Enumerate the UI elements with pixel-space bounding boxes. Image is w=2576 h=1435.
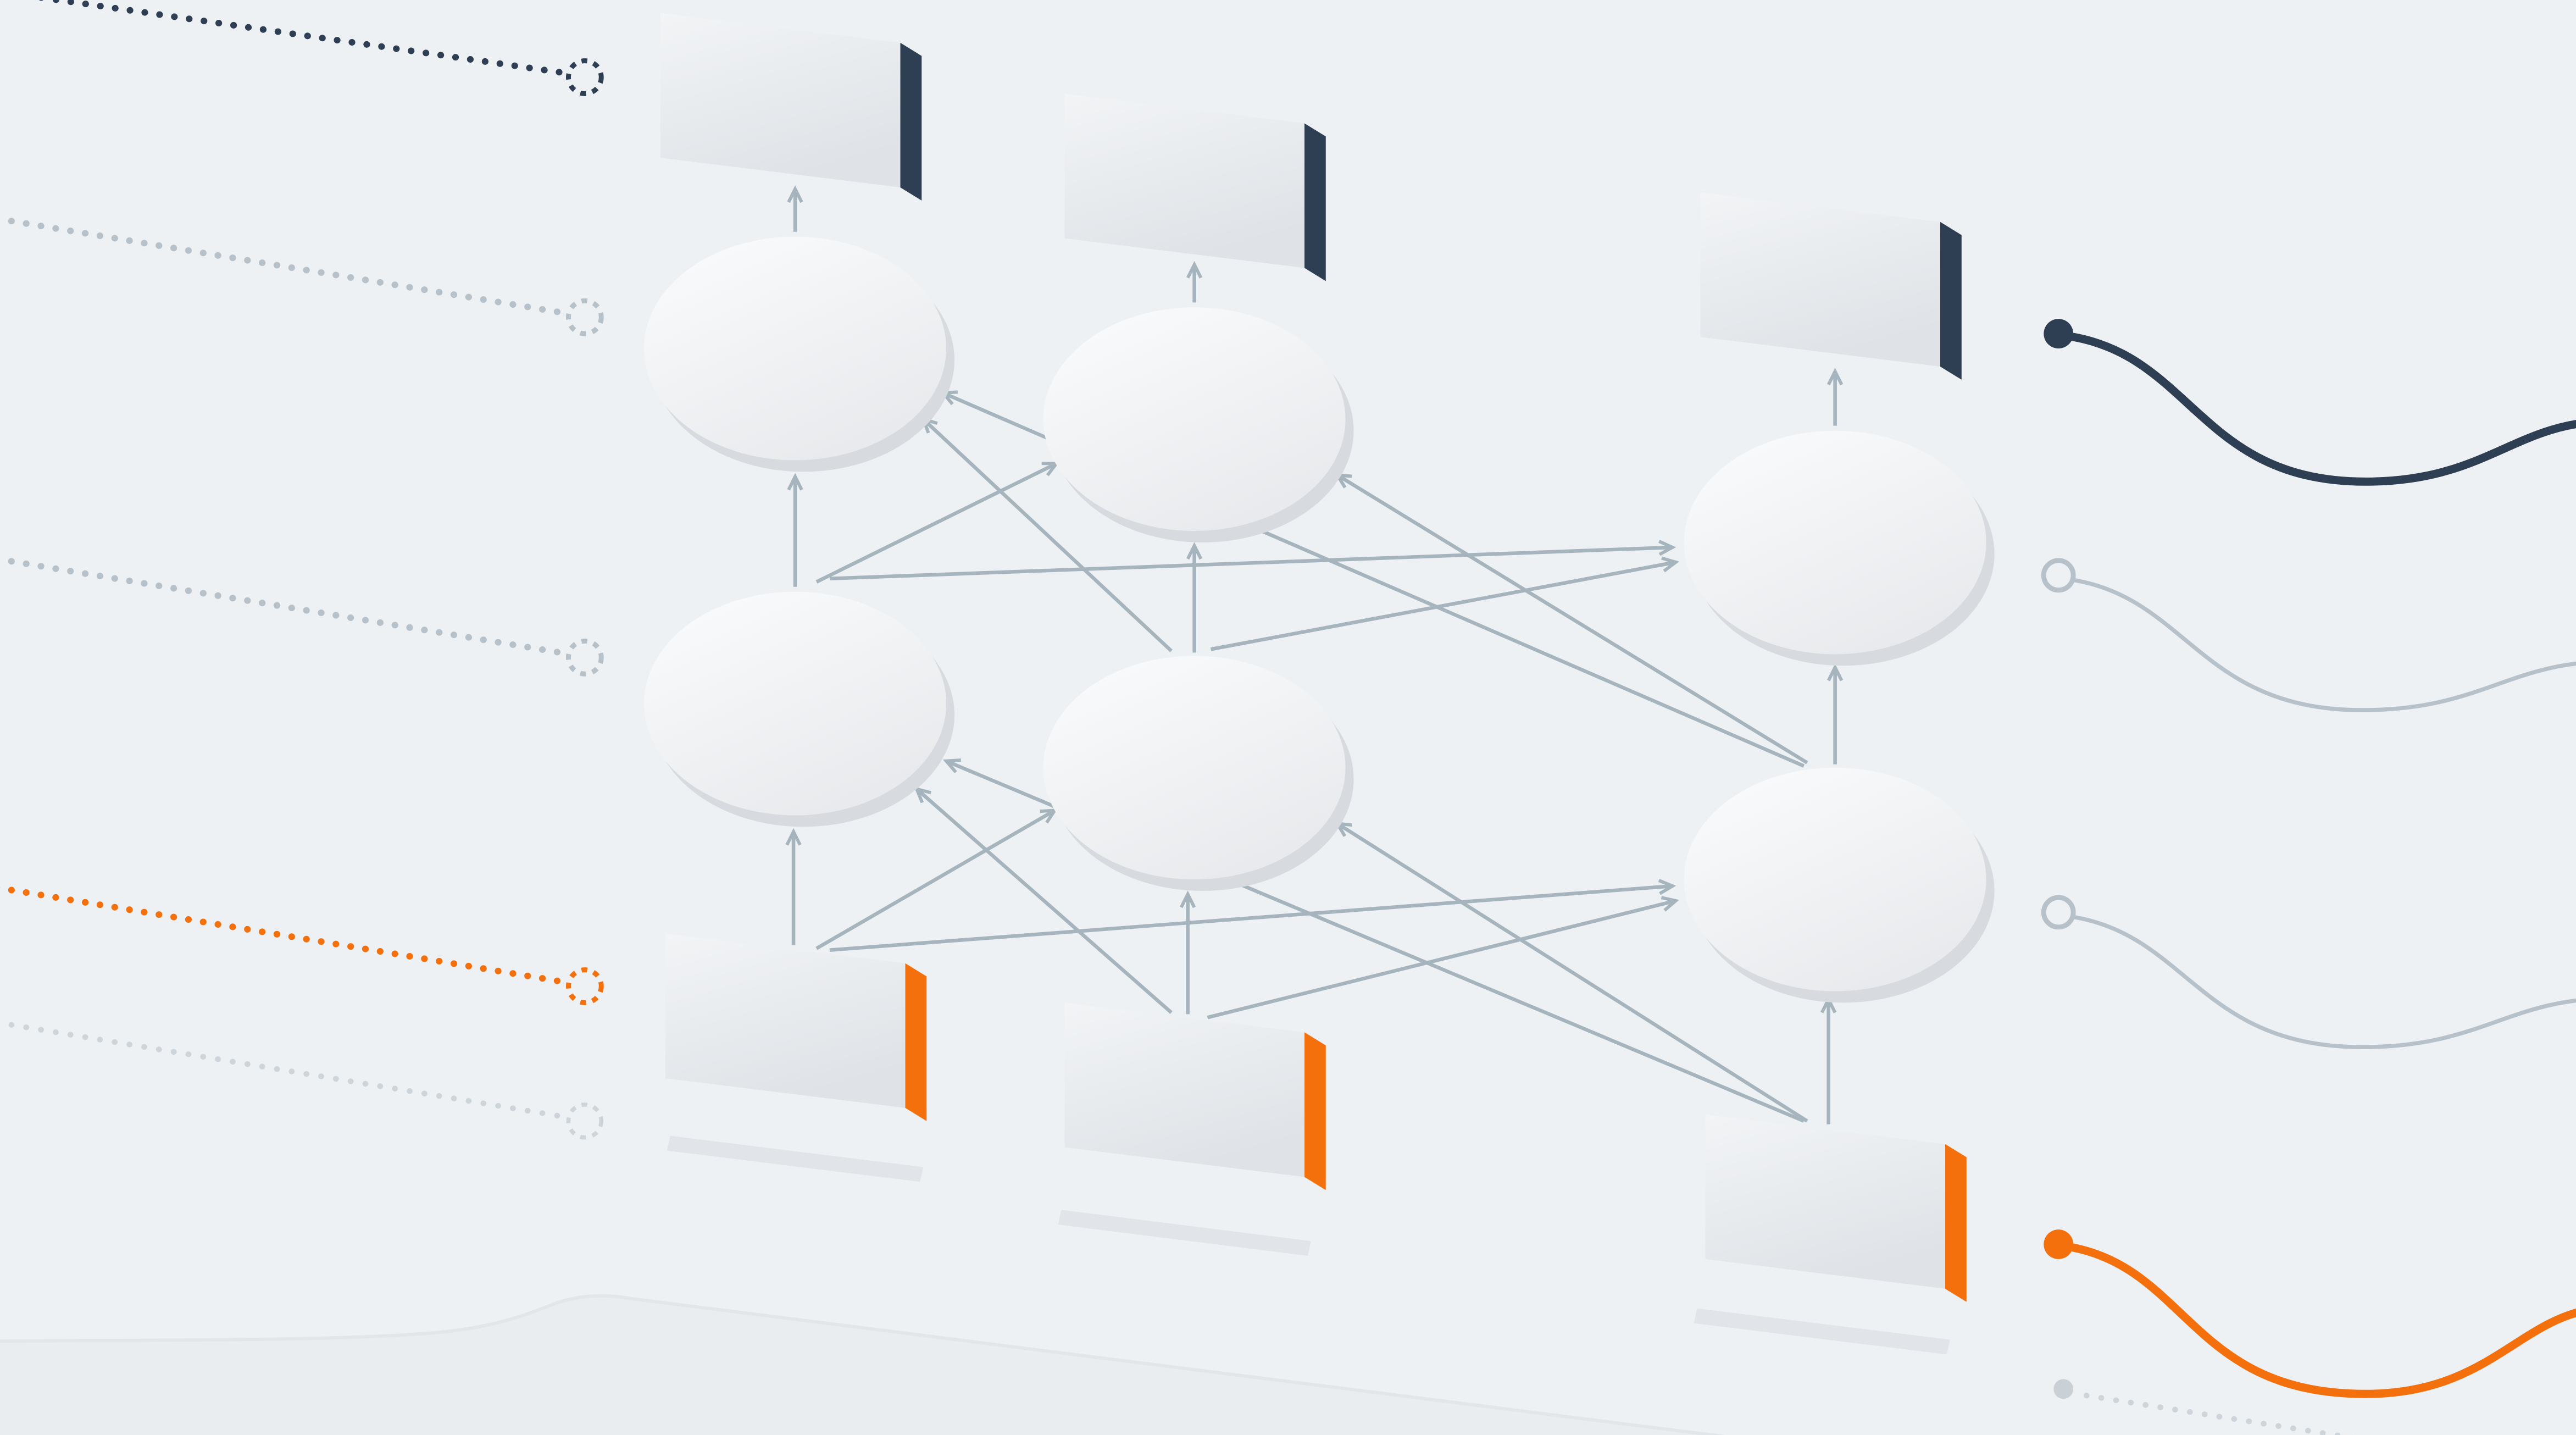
- incoming-terminal-circle-gray-1: [565, 298, 604, 336]
- outgoing-terminal-dot-orange: [2044, 1229, 2074, 1259]
- input-block-2-underline: [1058, 1210, 1311, 1256]
- output-block-3: [1700, 192, 1940, 367]
- right-connectors-group: [2041, 319, 2576, 1435]
- arrow-a2-b3: [1207, 896, 1680, 1020]
- hidden-upper-node-2: [1043, 307, 1346, 531]
- left-connectors-group: [0, 0, 604, 1140]
- hidden-lower-node-2: [1043, 656, 1346, 880]
- output-block-3-side: [1940, 221, 1962, 380]
- hidden-lower-node-3: [1684, 767, 1986, 991]
- outgoing-terminal-dot-faint: [2053, 1379, 2074, 1399]
- incoming-terminal-circle-orange: [565, 967, 604, 1005]
- incoming-terminal-circle-gray-2: [565, 638, 604, 677]
- incoming-line-faint: [0, 1020, 563, 1120]
- arrow-b1-c2: [815, 462, 1060, 584]
- hidden-upper-node-1: [644, 236, 947, 461]
- input-block-1-underline: [667, 1135, 924, 1182]
- input-block-2-side: [1304, 1032, 1326, 1190]
- arrow-a2-b1: [914, 786, 1173, 1014]
- panel-outside-region: [0, 1295, 1713, 1435]
- incoming-line-orange: [0, 884, 564, 985]
- incoming-line-gray-1: [0, 215, 564, 316]
- incoming-line-navy: [35, 0, 564, 76]
- output-block-1-side: [900, 42, 922, 201]
- hidden-lower-node-1: [644, 591, 947, 816]
- arrow-a1-b2: [815, 808, 1058, 950]
- input-block-2: [1064, 1002, 1304, 1177]
- output-block-2: [1064, 93, 1304, 268]
- outgoing-terminal-circle-gray-1: [2041, 558, 2076, 593]
- input-block-3-side: [1945, 1144, 1967, 1302]
- arrow-a1-b3: [829, 879, 1676, 952]
- outgoing-curve-gray-1: [2073, 578, 2576, 712]
- input-block-1-side: [905, 963, 927, 1121]
- incoming-terminal-circle-navy: [565, 58, 604, 96]
- input-block-1: [665, 933, 906, 1108]
- outgoing-curve-orange: [2069, 1243, 2576, 1398]
- arrow-b2-c1: [920, 417, 1173, 652]
- incoming-terminal-circle-faint: [566, 1102, 604, 1140]
- outgoing-terminal-dot-navy: [2044, 319, 2074, 349]
- outgoing-curve-navy: [2069, 333, 2576, 486]
- output-blocks-group: [660, 13, 1962, 380]
- output-block-2-side: [1304, 123, 1326, 281]
- output-block-1: [660, 13, 901, 187]
- outgoing-terminal-circle-gray-2: [2041, 895, 2076, 930]
- hidden-lower-nodes: [644, 591, 1995, 1003]
- input-blocks-group: [665, 933, 1967, 1302]
- input-block-3: [1705, 1114, 1945, 1289]
- panel-corner-edge: [0, 1294, 1726, 1435]
- underline-bars-group: [667, 1135, 1950, 1355]
- arrows-lower-to-upper: [787, 390, 1844, 768]
- arrow-b1-c3: [829, 540, 1676, 581]
- outgoing-line-faint: [2083, 1392, 2353, 1435]
- hidden-upper-node-3: [1684, 430, 1986, 655]
- incoming-line-gray-2: [0, 556, 564, 656]
- input-block-3-underline: [1694, 1308, 1950, 1355]
- arrow-b3-c2: [1334, 473, 1808, 764]
- arrow-b2-c3: [1210, 556, 1680, 651]
- hidden-upper-nodes: [644, 236, 1995, 666]
- arrow-a3-b2: [1334, 821, 1808, 1123]
- outgoing-curve-gray-2: [2073, 915, 2576, 1049]
- arrows-upper-to-output: [787, 185, 1844, 426]
